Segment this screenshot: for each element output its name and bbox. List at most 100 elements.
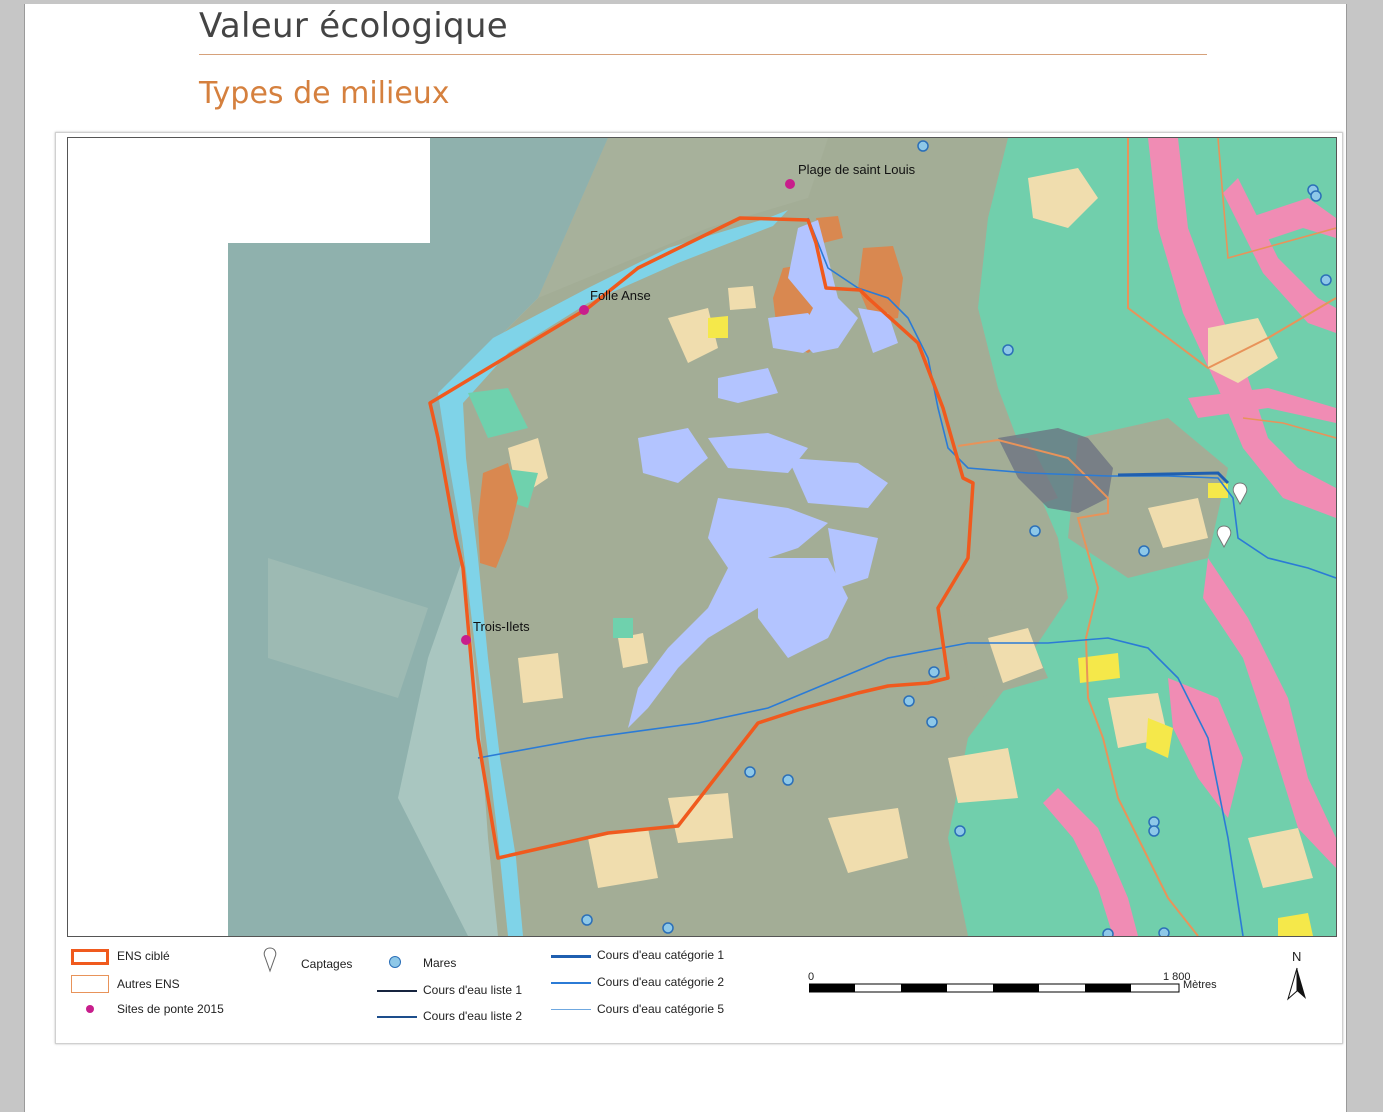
mare-marker[interactable]	[1029, 525, 1041, 537]
orange-zone	[858, 246, 903, 323]
agri-patch	[618, 633, 648, 668]
orange-zone	[816, 216, 843, 243]
legend-swatch-mares	[389, 956, 401, 968]
yellow-patch	[1078, 653, 1120, 683]
riparian-zone	[1043, 788, 1138, 936]
mare-marker[interactable]	[581, 914, 593, 926]
wetland-zone	[768, 313, 828, 353]
legend-swatch-autres-ens	[71, 975, 109, 993]
agri-patch	[828, 808, 908, 873]
river-cat-2	[477, 637, 1244, 936]
wetland-zone	[708, 433, 808, 473]
wetland-zone	[718, 368, 778, 403]
legend-label-mares: Mares	[423, 956, 457, 970]
yellow-patch	[708, 316, 728, 338]
ens-cible-boundary	[428, 216, 975, 860]
agri-patch	[728, 286, 756, 310]
autres-ens-boundary	[957, 438, 1199, 936]
mare-marker[interactable]	[1158, 927, 1170, 936]
document-page: Valeur écologique Types de milieux	[24, 4, 1347, 1112]
mare-marker[interactable]	[1310, 190, 1322, 202]
agri-patch	[988, 628, 1043, 683]
legend-label-liste-1: Cours d'eau liste 1	[423, 983, 523, 997]
map-canvas[interactable]: Plage de saint Louis Folle Anse Trois-Il…	[68, 138, 1336, 936]
mare-marker[interactable]	[928, 666, 940, 678]
riparian-zone	[1188, 388, 1336, 423]
agri-patch	[588, 828, 658, 888]
forest-patch	[468, 388, 528, 438]
legend-swatch-cat-2	[551, 982, 591, 984]
riparian-zone	[1168, 678, 1243, 818]
wetland-zone	[758, 558, 848, 658]
legend-label-captages: Captages	[301, 957, 353, 971]
legend-label-autres-ens: Autres ENS	[117, 977, 180, 991]
dark-pond	[998, 428, 1113, 513]
sites-ponte-marker[interactable]	[461, 635, 471, 645]
legend-swatch-liste-2	[377, 1016, 417, 1018]
wetland-zone	[788, 220, 858, 353]
riparian-zone	[1203, 558, 1336, 868]
map-frame[interactable]: Plage de saint Louis Folle Anse Trois-Il…	[67, 137, 1337, 937]
mare-marker[interactable]	[917, 140, 929, 152]
land-north	[538, 138, 828, 298]
captage-marker[interactable]	[1232, 482, 1248, 506]
wetland-zone	[828, 528, 878, 588]
mare-marker[interactable]	[903, 695, 915, 707]
river-cat-2	[807, 217, 1336, 579]
legend-swatch-sites-ponte	[86, 1005, 94, 1013]
riparian-zone	[1248, 198, 1336, 243]
mare-marker[interactable]	[662, 922, 674, 934]
forest-patch	[613, 618, 633, 638]
autres-ens-boundary	[1127, 138, 1336, 370]
mare-marker[interactable]	[744, 766, 756, 778]
mare-marker[interactable]	[1002, 344, 1014, 356]
mare-marker[interactable]	[1138, 545, 1150, 557]
wetland-zone	[788, 458, 888, 508]
north-arrow-icon	[1287, 967, 1306, 1001]
wetland-zone	[628, 498, 828, 728]
mares-layer	[581, 140, 1332, 936]
wetland-zone	[858, 308, 898, 353]
page-title: Valeur écologique	[199, 6, 508, 46]
legend-swatch-cat-5	[551, 1009, 591, 1010]
mare-marker[interactable]	[1102, 928, 1114, 936]
mare-marker[interactable]	[782, 774, 794, 786]
sites-ponte-marker[interactable]	[579, 305, 589, 315]
legend-captage-icon	[263, 947, 277, 973]
place-label-folle-anse: Folle Anse	[590, 288, 651, 303]
scale-bar	[809, 983, 1180, 993]
sea-deep	[228, 138, 608, 936]
yellow-patch	[1278, 913, 1313, 936]
autres-ens-boundary	[1242, 417, 1336, 439]
yellow-patch	[1146, 718, 1173, 758]
reef-area	[268, 558, 428, 698]
legend-label-cat-2: Cours d'eau catégorie 2	[597, 975, 725, 989]
mare-marker[interactable]	[1148, 825, 1160, 837]
place-label-plage: Plage de saint Louis	[798, 162, 916, 177]
legend-label-sites-ponte: Sites de ponte 2015	[117, 1002, 224, 1016]
legend-label-cat-5: Cours d'eau catégorie 5	[597, 1002, 725, 1016]
agri-patch	[1248, 828, 1313, 888]
sites-ponte-marker[interactable]	[785, 179, 795, 189]
legend-label-ens-cible: ENS ciblé	[117, 949, 170, 963]
mare-marker[interactable]	[926, 716, 938, 728]
page-subtitle: Types de milieux	[199, 76, 450, 111]
riparian-zone	[1148, 138, 1336, 518]
legend-swatch-cat-1	[551, 955, 591, 958]
agri-patch	[1028, 168, 1098, 228]
mare-marker[interactable]	[954, 825, 966, 837]
legend-swatch-ens-cible	[71, 949, 109, 965]
wetland-zone	[638, 428, 708, 483]
agri-patch	[518, 653, 563, 703]
orange-zone	[478, 463, 518, 568]
place-label-trois-ilets: Trois-Ilets	[473, 619, 530, 634]
title-divider	[199, 54, 1207, 55]
north-label: N	[1292, 949, 1302, 964]
legend-label-liste-2: Cours d'eau liste 2	[423, 1009, 523, 1023]
legend-swatch-liste-1	[377, 990, 417, 992]
autres-ens-boundary	[1217, 138, 1336, 260]
mare-marker[interactable]	[1320, 274, 1332, 286]
captage-marker[interactable]	[1216, 525, 1232, 549]
riparian-zone	[1223, 178, 1336, 333]
map-figure: Plage de saint Louis Folle Anse Trois-Il…	[55, 132, 1343, 1044]
